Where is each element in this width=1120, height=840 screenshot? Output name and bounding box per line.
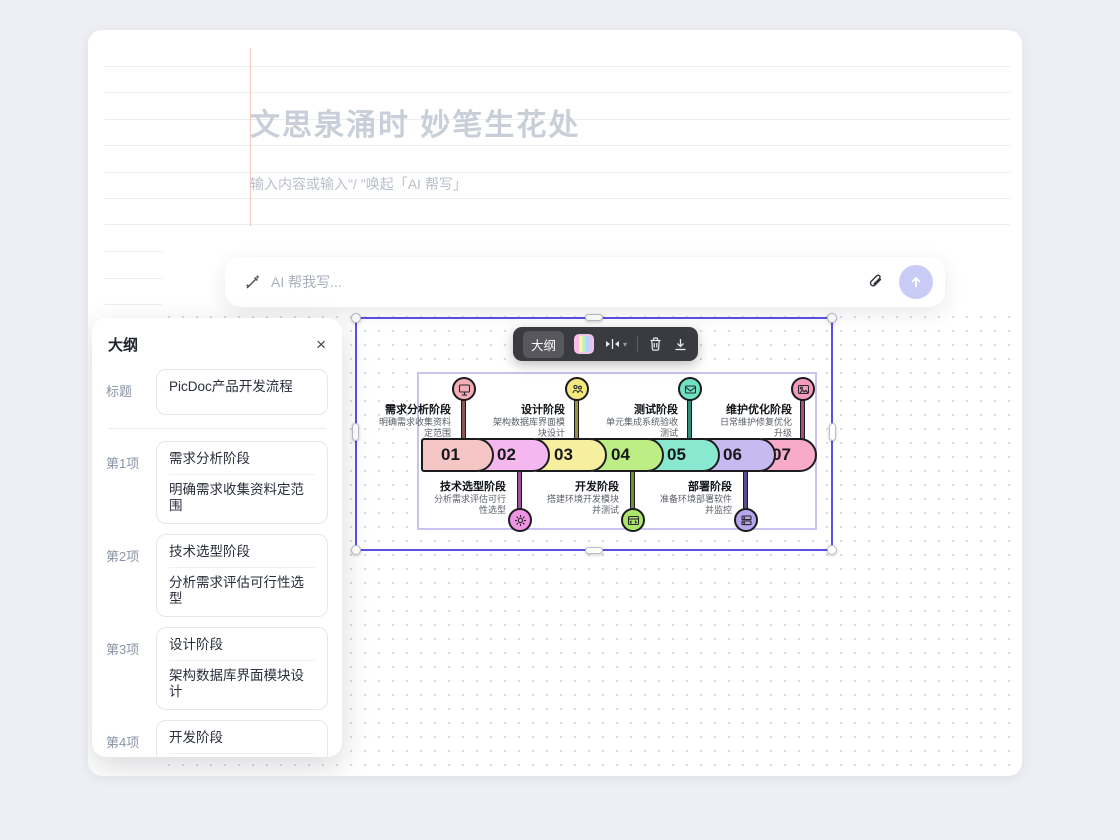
send-button[interactable] xyxy=(899,265,933,299)
margin-line xyxy=(250,48,251,258)
step-segment: 01 xyxy=(421,438,494,472)
outline-title-input[interactable]: PicDoc产品开发流程 xyxy=(156,369,328,415)
step-label: 技术选型阶段 分析需求评估可行 性选型 xyxy=(433,481,506,515)
toolbar-divider xyxy=(637,336,639,352)
step-label: 维护优化阶段 日常维护修复优化 升级 xyxy=(719,404,792,438)
panel-title: 大纲 xyxy=(108,337,139,354)
magic-pen-icon xyxy=(243,273,261,291)
theme-palette-icon[interactable] xyxy=(574,334,595,354)
step-label: 需求分析阶段 明确需求收集资料 定范围 xyxy=(378,404,451,438)
trash-icon[interactable] xyxy=(648,336,663,352)
outline-title-row: 标题 PicDoc产品开发流程 xyxy=(106,369,328,415)
field-label: 标题 xyxy=(106,384,133,399)
chevron-down-icon: ▾ xyxy=(623,339,628,349)
gear-icon xyxy=(508,508,532,532)
connector-line xyxy=(800,400,805,440)
ruled-line xyxy=(105,251,195,252)
download-icon[interactable] xyxy=(673,337,688,352)
paperclip-icon[interactable] xyxy=(867,273,885,291)
outline-item-input[interactable]: 需求分析阶段 明确需求收集资料定范围 xyxy=(156,441,328,524)
ruled-line xyxy=(105,278,195,279)
ruled-line xyxy=(105,198,1010,199)
outline-panel: 大纲 × 标题 PicDoc产品开发流程 第1项 需求分析阶段 明确需求收集资料… xyxy=(92,318,342,757)
ai-input-placeholder[interactable]: AI 帮我写... xyxy=(271,274,342,290)
outline-button[interactable]: 大纲 xyxy=(523,330,565,358)
monitor-icon xyxy=(452,377,476,401)
ruled-line xyxy=(105,66,1010,67)
image-icon xyxy=(791,377,815,401)
server-icon xyxy=(734,508,758,532)
resize-handle-bottom-left[interactable] xyxy=(351,545,361,555)
outline-item-row: 第1项 需求分析阶段 明确需求收集资料定范围 xyxy=(106,441,328,524)
ai-write-bar[interactable]: AI 帮我写... xyxy=(225,257,945,307)
fit-width-icon[interactable]: ▾ xyxy=(604,337,627,351)
outline-item-input[interactable]: 技术选型阶段 分析需求评估可行性选型 xyxy=(156,534,328,617)
step-label: 部署阶段 准备环境部署软件 并监控 xyxy=(659,481,732,515)
resize-handle-top[interactable] xyxy=(585,314,603,321)
code-window-icon xyxy=(621,508,645,532)
doc-body-placeholder[interactable]: 输入内容或输入"/ "唤起「AI 帮写」 xyxy=(250,176,467,192)
doc-title-placeholder[interactable]: 文思泉涌时 妙笔生花处 xyxy=(250,109,581,142)
field-label: 第4项 xyxy=(106,735,140,750)
document-page: 文思泉涌时 妙笔生花处 输入内容或输入"/ "唤起「AI 帮写」 01 02 0… xyxy=(88,30,1022,776)
panel-divider xyxy=(108,428,326,429)
resize-handle-bottom[interactable] xyxy=(585,547,603,554)
outline-panel-header: 大纲 × xyxy=(106,334,328,355)
mail-icon xyxy=(678,377,702,401)
field-label: 第3项 xyxy=(106,642,140,657)
timeline-diagram[interactable]: 01 02 03 04 05 06 07 xyxy=(379,372,817,532)
outline-item-row: 第2项 技术选型阶段 分析需求评估可行性选型 xyxy=(106,534,328,617)
step-label: 开发阶段 搭建环境开发模块 并测试 xyxy=(546,481,619,515)
ruled-line xyxy=(105,172,1010,173)
selection-frame[interactable] xyxy=(351,313,837,555)
field-label: 第2项 xyxy=(106,549,140,564)
field-label: 第1项 xyxy=(106,456,140,471)
team-icon xyxy=(565,377,589,401)
ruled-line xyxy=(105,304,195,305)
resize-handle-left[interactable] xyxy=(352,423,359,441)
ruled-line xyxy=(105,92,1010,93)
ruled-line xyxy=(105,145,1010,146)
connector-line xyxy=(743,470,748,510)
selection-toolbar: 大纲 ▾ xyxy=(513,327,699,361)
step-label: 测试阶段 单元集成系统验收 测试 xyxy=(605,404,678,438)
resize-handle-top-left[interactable] xyxy=(351,313,361,323)
outline-item-row: 第3项 设计阶段 架构数据库界面模块设计 xyxy=(106,627,328,710)
outline-item-input[interactable]: 设计阶段 架构数据库界面模块设计 xyxy=(156,627,328,710)
step-label: 设计阶段 架构数据库界面模 块设计 xyxy=(492,404,565,438)
resize-handle-top-right[interactable] xyxy=(827,313,837,323)
resize-handle-right[interactable] xyxy=(829,423,836,441)
close-icon[interactable]: × xyxy=(316,335,326,354)
ruled-line xyxy=(105,119,1010,120)
resize-handle-bottom-right[interactable] xyxy=(827,545,837,555)
ruled-line xyxy=(105,224,1010,225)
